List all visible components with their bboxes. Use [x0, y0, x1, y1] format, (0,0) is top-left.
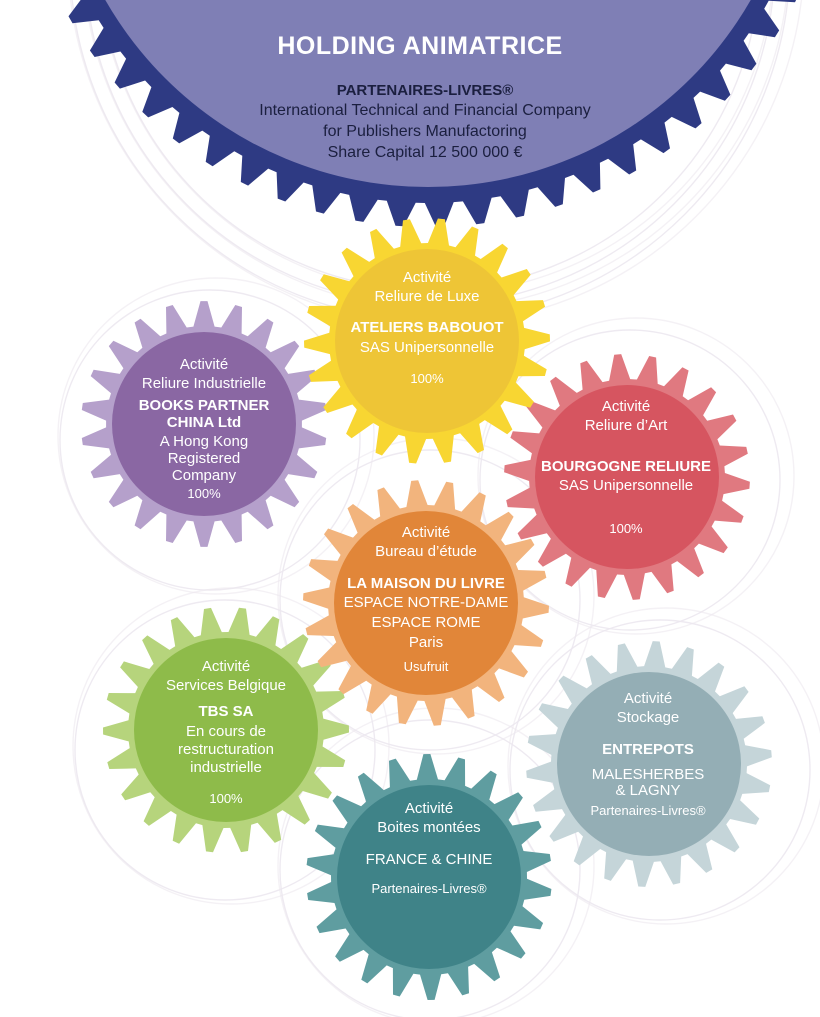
gear-etude	[303, 480, 549, 726]
holding-title: HOLDING ANIMATRICE	[277, 32, 563, 60]
gear-art-face	[535, 385, 719, 569]
holding-gear-face	[105, 0, 751, 187]
swirl-ring	[477, 317, 795, 635]
gear-art-footer: 100%	[609, 521, 643, 536]
gear-art-company: BOURGOGNE RELIURE	[540, 458, 712, 475]
swirl-ring	[279, 719, 581, 1017]
holding-name: PARTENAIRES-LIVRES®	[336, 82, 514, 99]
subsidiary-gears	[81, 218, 772, 1000]
gear-boites-text: Activité Boites montées FRANCE & CHINE P…	[366, 799, 493, 897]
swirl-ring	[72, 587, 390, 905]
gear-industrielle-company: BOOKS PARTNER CHINA Ltd	[138, 397, 270, 431]
gear-stockage-face	[557, 672, 741, 856]
gear-boites-activity: Activité Boites montées	[377, 800, 481, 836]
gear-etude-face	[334, 511, 518, 695]
gear-stockage-footer: Partenaires-Livres®	[590, 803, 706, 818]
gear-industrielle-face	[112, 332, 296, 516]
gear-belgique-footer: 100%	[209, 791, 243, 806]
holding-line-3: Share Capital 12 500 000 €	[327, 144, 523, 161]
gear-belgique	[103, 607, 349, 853]
gear-luxe-subtitle: SAS Unipersonnelle	[359, 339, 495, 356]
gear-industrielle-footer: 100%	[187, 486, 221, 501]
gear-industrielle-subtitle: A Hong Kong Registered Company	[159, 433, 249, 484]
gear-industrielle-activity: Activité Reliure Industrielle	[141, 356, 267, 392]
swirl-ring	[57, 277, 375, 595]
gear-boites-subtitle: FRANCE & CHINE	[365, 851, 493, 868]
gear-luxe-company: ATELIERS BABOUOT	[350, 319, 504, 336]
gear-stockage	[526, 641, 772, 887]
holding-gear	[68, 0, 797, 227]
gear-etude-subtitle: ESPACE NOTRE-DAME ESPACE ROME Paris	[343, 594, 509, 651]
gear-belgique-subtitle: En cours de restructuration industrielle	[178, 723, 274, 776]
gear-boites	[306, 754, 552, 1000]
gear-stockage-activity: Activité Stockage	[616, 690, 680, 726]
gear-etude-company: LA MAISON DU LIVRE	[347, 575, 505, 592]
gear-art-activity: Activité Reliure d’Art	[584, 398, 668, 434]
gear-art-text: Activité Reliure d’Art BOURGOGNE RELIURE…	[541, 397, 711, 537]
gear-industrielle-text: Activité Reliure Industrielle BOOKS PART…	[139, 355, 270, 502]
gear-boites-face	[337, 785, 521, 969]
gear-art	[504, 354, 750, 600]
gear-luxe-text: Activité Reliure de Luxe ATELIERS BABOUO…	[350, 268, 503, 387]
gear-stockage-company: ENTREPOTS	[602, 741, 694, 758]
gear-industrielle	[81, 301, 327, 547]
swirl-ring	[74, 599, 376, 901]
gear-art-subtitle: SAS Unipersonnelle	[558, 477, 694, 494]
swirl-ring	[279, 449, 581, 751]
holding-line-1: International Technical and Financial Co…	[259, 102, 591, 119]
holding-info: PARTENAIRES-LIVRES® International Techni…	[259, 82, 590, 163]
gear-luxe-activity: Activité Reliure de Luxe	[374, 269, 480, 305]
gear-belgique-text: Activité Services Belgique TBS SA En cou…	[166, 657, 286, 807]
gear-belgique-activity: Activité Services Belgique	[165, 658, 287, 694]
gear-stockage-text: Activité Stockage ENTREPOTS MALESHERBES …	[590, 689, 705, 819]
holding-line-2: for Publishers Manufactoring	[323, 123, 527, 140]
gear-boites-footer: Partenaires-Livres®	[371, 881, 487, 896]
gear-belgique-company: TBS SA	[198, 703, 254, 720]
gear-etude-text: Activité Bureau d’étude LA MAISON DU LIV…	[344, 523, 509, 675]
gear-luxe	[304, 218, 550, 464]
gear-etude-activity: Activité Bureau d’étude	[375, 524, 477, 560]
gear-belgique-face	[134, 638, 318, 822]
swirl-ring	[509, 619, 811, 921]
swirl-ring	[479, 329, 781, 631]
swirl-ring	[507, 607, 820, 925]
gear-stockage-subtitle: MALESHERBES & LAGNY	[591, 766, 705, 799]
gear-etude-footer: Usufruit	[403, 659, 449, 674]
gear-luxe-face	[335, 249, 519, 433]
gear-luxe-footer: 100%	[410, 371, 444, 386]
